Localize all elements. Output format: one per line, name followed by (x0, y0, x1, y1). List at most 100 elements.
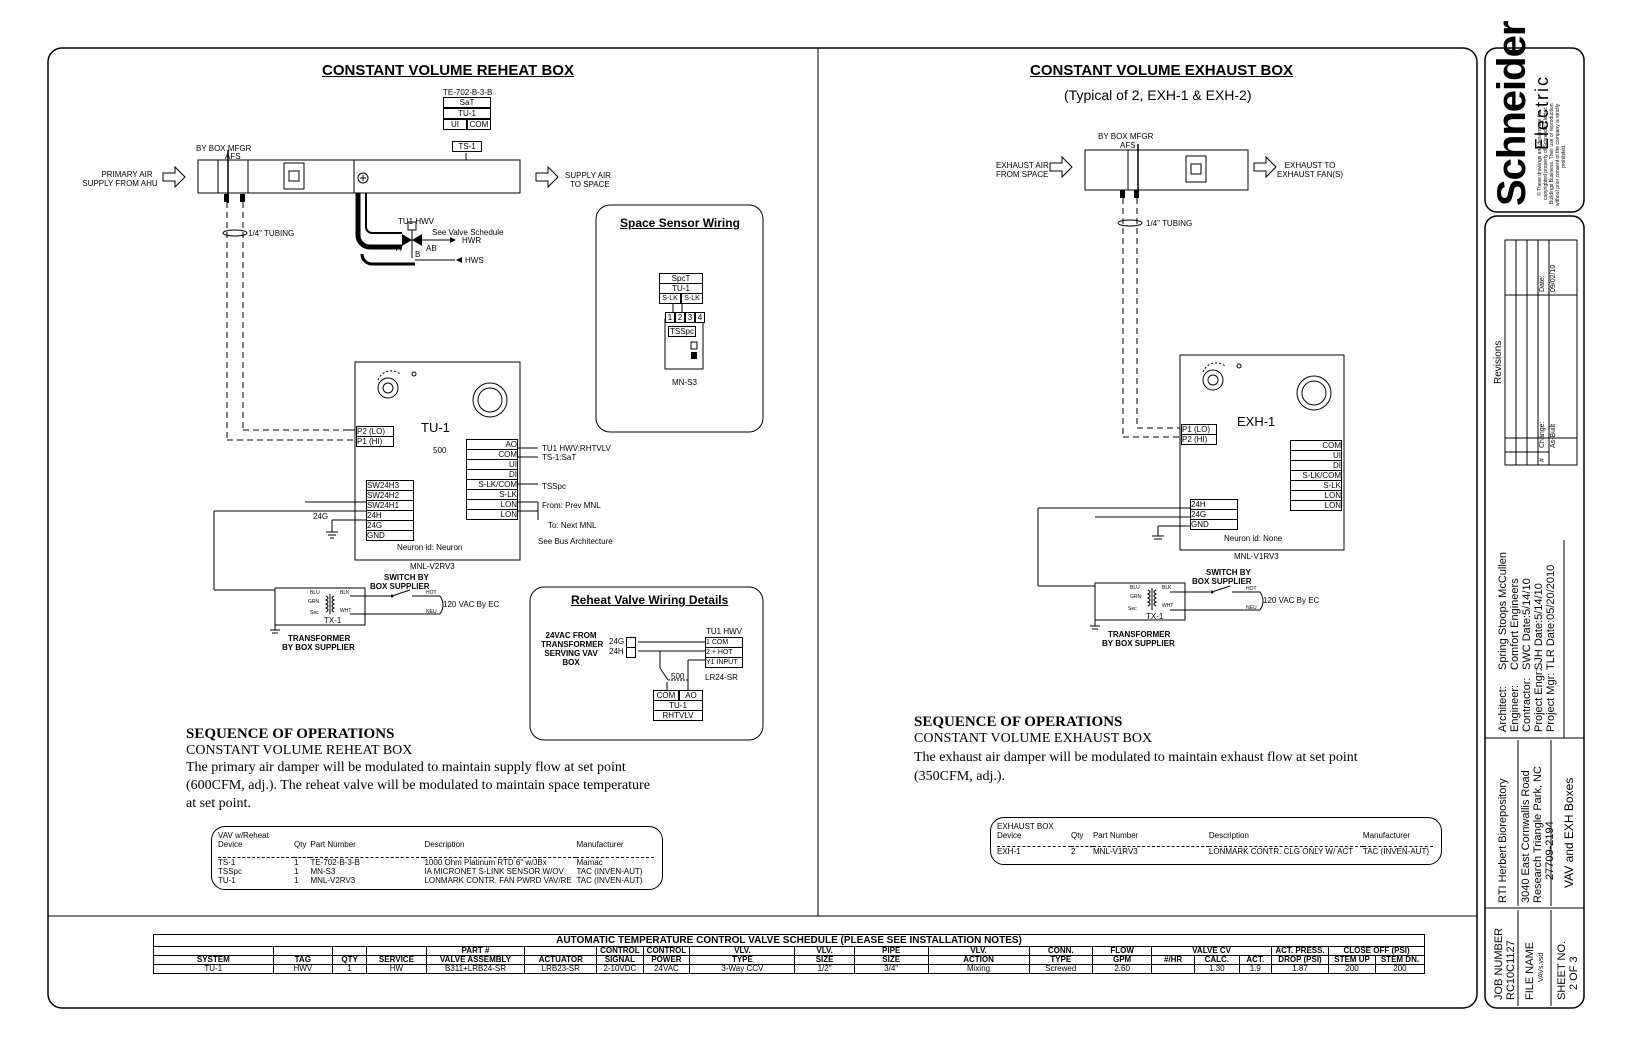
rev-entry-change: As-Built (1550, 423, 1557, 448)
rv-24g: 24G (609, 637, 625, 646)
exh-col-device: Device (997, 831, 1022, 840)
left-seq-sub: CONSTANT VOLUME REHEAT BOX (186, 743, 413, 758)
reheat-box-title: CONSTANT VOLUME REHEAT BOX (322, 62, 574, 79)
right-seq-title: SEQUENCE OF OPERATIONS (914, 714, 1123, 730)
exh-controller-name: EXH-1 (1237, 414, 1276, 429)
exhaust-air-label-2: FROM SPACE (996, 170, 1049, 179)
ao-label-2: TS-1:SaT (542, 453, 577, 462)
right-seq-text-1: The exhaust air damper will be modulated… (914, 750, 1358, 765)
valve-tag: TU1 HWV (398, 217, 434, 226)
exh-tx-grn: GRN (1130, 594, 1142, 600)
exh-switch-1: SWITCH BY (1206, 568, 1251, 577)
port-a: A (396, 244, 402, 253)
prev-mnl-label: From: Prev MNL (542, 501, 601, 510)
exhaust-to-label-2: EXHAUST FAN(S) (1276, 170, 1344, 179)
table-row: TU-1 HWV 1 HW B311+LRB24-SR LRB23-SR 2-1… (153, 964, 1426, 974)
exh-tx-name: TX-1 (1146, 612, 1164, 621)
tubing-label: 1/4" TUBING (248, 229, 295, 238)
exh-tubing-label: 1/4" TUBING (1146, 219, 1193, 228)
project-engr-value: SJH Date:5/14/10 (1533, 583, 1545, 670)
tsspc-device: TSSpc (668, 326, 696, 337)
engineer-value: Comfort Engineers (1509, 578, 1521, 670)
exh-neuron: Neuron id: None (1224, 534, 1283, 543)
file-name-label: FILE NAME (1524, 941, 1536, 1000)
tu1-model: MNL-V2RV3 (410, 562, 455, 571)
tx-sec: Sec (310, 610, 319, 616)
job-number-value: RC10C1127 (1505, 940, 1517, 1000)
exh-afs: AFS (1120, 141, 1136, 150)
valve-schedule-note: See Valve Schedule (432, 228, 504, 237)
spct-slk2: S-LK (681, 293, 703, 304)
rv-term-h (626, 647, 636, 658)
tu1-gnd: GND (366, 530, 414, 541)
parts-header-label: VAV w/Reheat (218, 831, 269, 840)
switch-label-1: SWITCH BY (384, 573, 429, 582)
contractor-value: SWC Date:5/14/10 (1521, 578, 1533, 670)
exhaust-box-subtitle: (Typical of 2, EXH-1 & EXH-2) (1064, 87, 1252, 103)
bus-arch-label: See Bus Architecture (538, 537, 613, 546)
exh-col-mfr: Manufacturer (1362, 831, 1411, 840)
g24-wire-label: 24G (313, 512, 329, 521)
sensor-ui: UI (443, 119, 467, 130)
architect-value: Spring Stoops McCullen (1497, 551, 1509, 670)
right-seq-sub: CONSTANT VOLUME EXHAUST BOX (914, 731, 1153, 746)
rev-hash: # (1539, 458, 1546, 462)
next-mnl-label: To: Next MNL (548, 521, 597, 530)
tx-neu: NEU (426, 609, 437, 615)
exh-tx-hot: HOT (1246, 586, 1257, 592)
exh-tx-sec: Sec (1128, 606, 1137, 612)
rv-actuator: LR24-SR (705, 673, 738, 682)
spct-slk1: S-LK (659, 293, 681, 304)
sensor-pin-2: 2 (675, 312, 685, 323)
switch-label-2: BOX SUPPLIER (370, 582, 430, 591)
src-label-1: 24VAC FROM (545, 631, 597, 640)
exh-gnd: GND (1190, 519, 1238, 530)
right-seq-text-2: (350CFM, adj.). (914, 769, 1005, 784)
supply-air-label-2: TO SPACE (570, 180, 610, 189)
vac-label: 120 VAC By EC (443, 600, 500, 609)
transformer-label-2: BY BOX SUPPLIER (282, 643, 355, 652)
tx-blk: BLK (340, 590, 350, 596)
copyright-line-5: prohibited. (1561, 144, 1567, 168)
rv-rhtvlv: RHTVLV (653, 710, 703, 721)
rev-entry-date: 09/02/10 (1550, 264, 1557, 292)
exh-transformer-2: BY BOX SUPPLIER (1102, 639, 1175, 648)
resistor-500: 500 (433, 446, 447, 455)
valve-schedule-title: AUTOMATIC TEMPERATURE CONTROL VALVE SCHE… (153, 934, 1425, 947)
port-ab: AB (426, 244, 437, 253)
parts-col-device: Device (218, 840, 243, 849)
ao-label-1: TU1 HWV:RHTVLV (542, 444, 611, 453)
left-seq-text-1: The primary air damper will be modulated… (186, 760, 626, 775)
by-box-mfgr-label: BY BOX MFGR (196, 144, 252, 153)
src-label-2: TRANSFORMER (541, 640, 604, 649)
file-name-value: VAVs.vsd (1538, 952, 1545, 982)
sheet-no-value: 2 OF 3 (1568, 956, 1580, 990)
tx-hot: HOT (426, 590, 437, 596)
exh-tx-neu: NEU (1246, 605, 1257, 611)
exh-vac: 120 VAC By EC (1263, 596, 1320, 605)
rv-500: 500 (671, 672, 685, 681)
exh-tx-blu: BLU (1130, 585, 1140, 591)
sensor-pin-4: 4 (695, 312, 705, 323)
project-mgr-label: Project Mgr: (1545, 672, 1557, 732)
contractor-label: Contractor: (1521, 677, 1533, 732)
architect-label: Architect: (1497, 686, 1509, 732)
rv-24h: 24H (609, 647, 624, 656)
exhaust-air-label-1: EXHAUST AIR (996, 161, 1049, 170)
sensor-pin-3: 3 (685, 312, 695, 323)
job-number-label: JOB NUMBER (1493, 927, 1505, 1000)
exh-by-box-mfgr: BY BOX MFGR (1098, 132, 1154, 141)
exh-col-qty: Qty (1070, 831, 1084, 840)
exh-lon2: LON (1290, 500, 1342, 511)
hwr-label: HWR (462, 236, 482, 245)
primary-air-label-1: PRIMARY AIR (101, 170, 153, 179)
mn-s3-label: MN-S3 (672, 378, 697, 387)
engineer-label: Engineer: (1509, 684, 1521, 732)
exh-model: MNL-V1RV3 (1234, 552, 1279, 561)
src-label-4: BOX (562, 658, 580, 667)
sensor-pin-1: 1 (665, 312, 675, 323)
